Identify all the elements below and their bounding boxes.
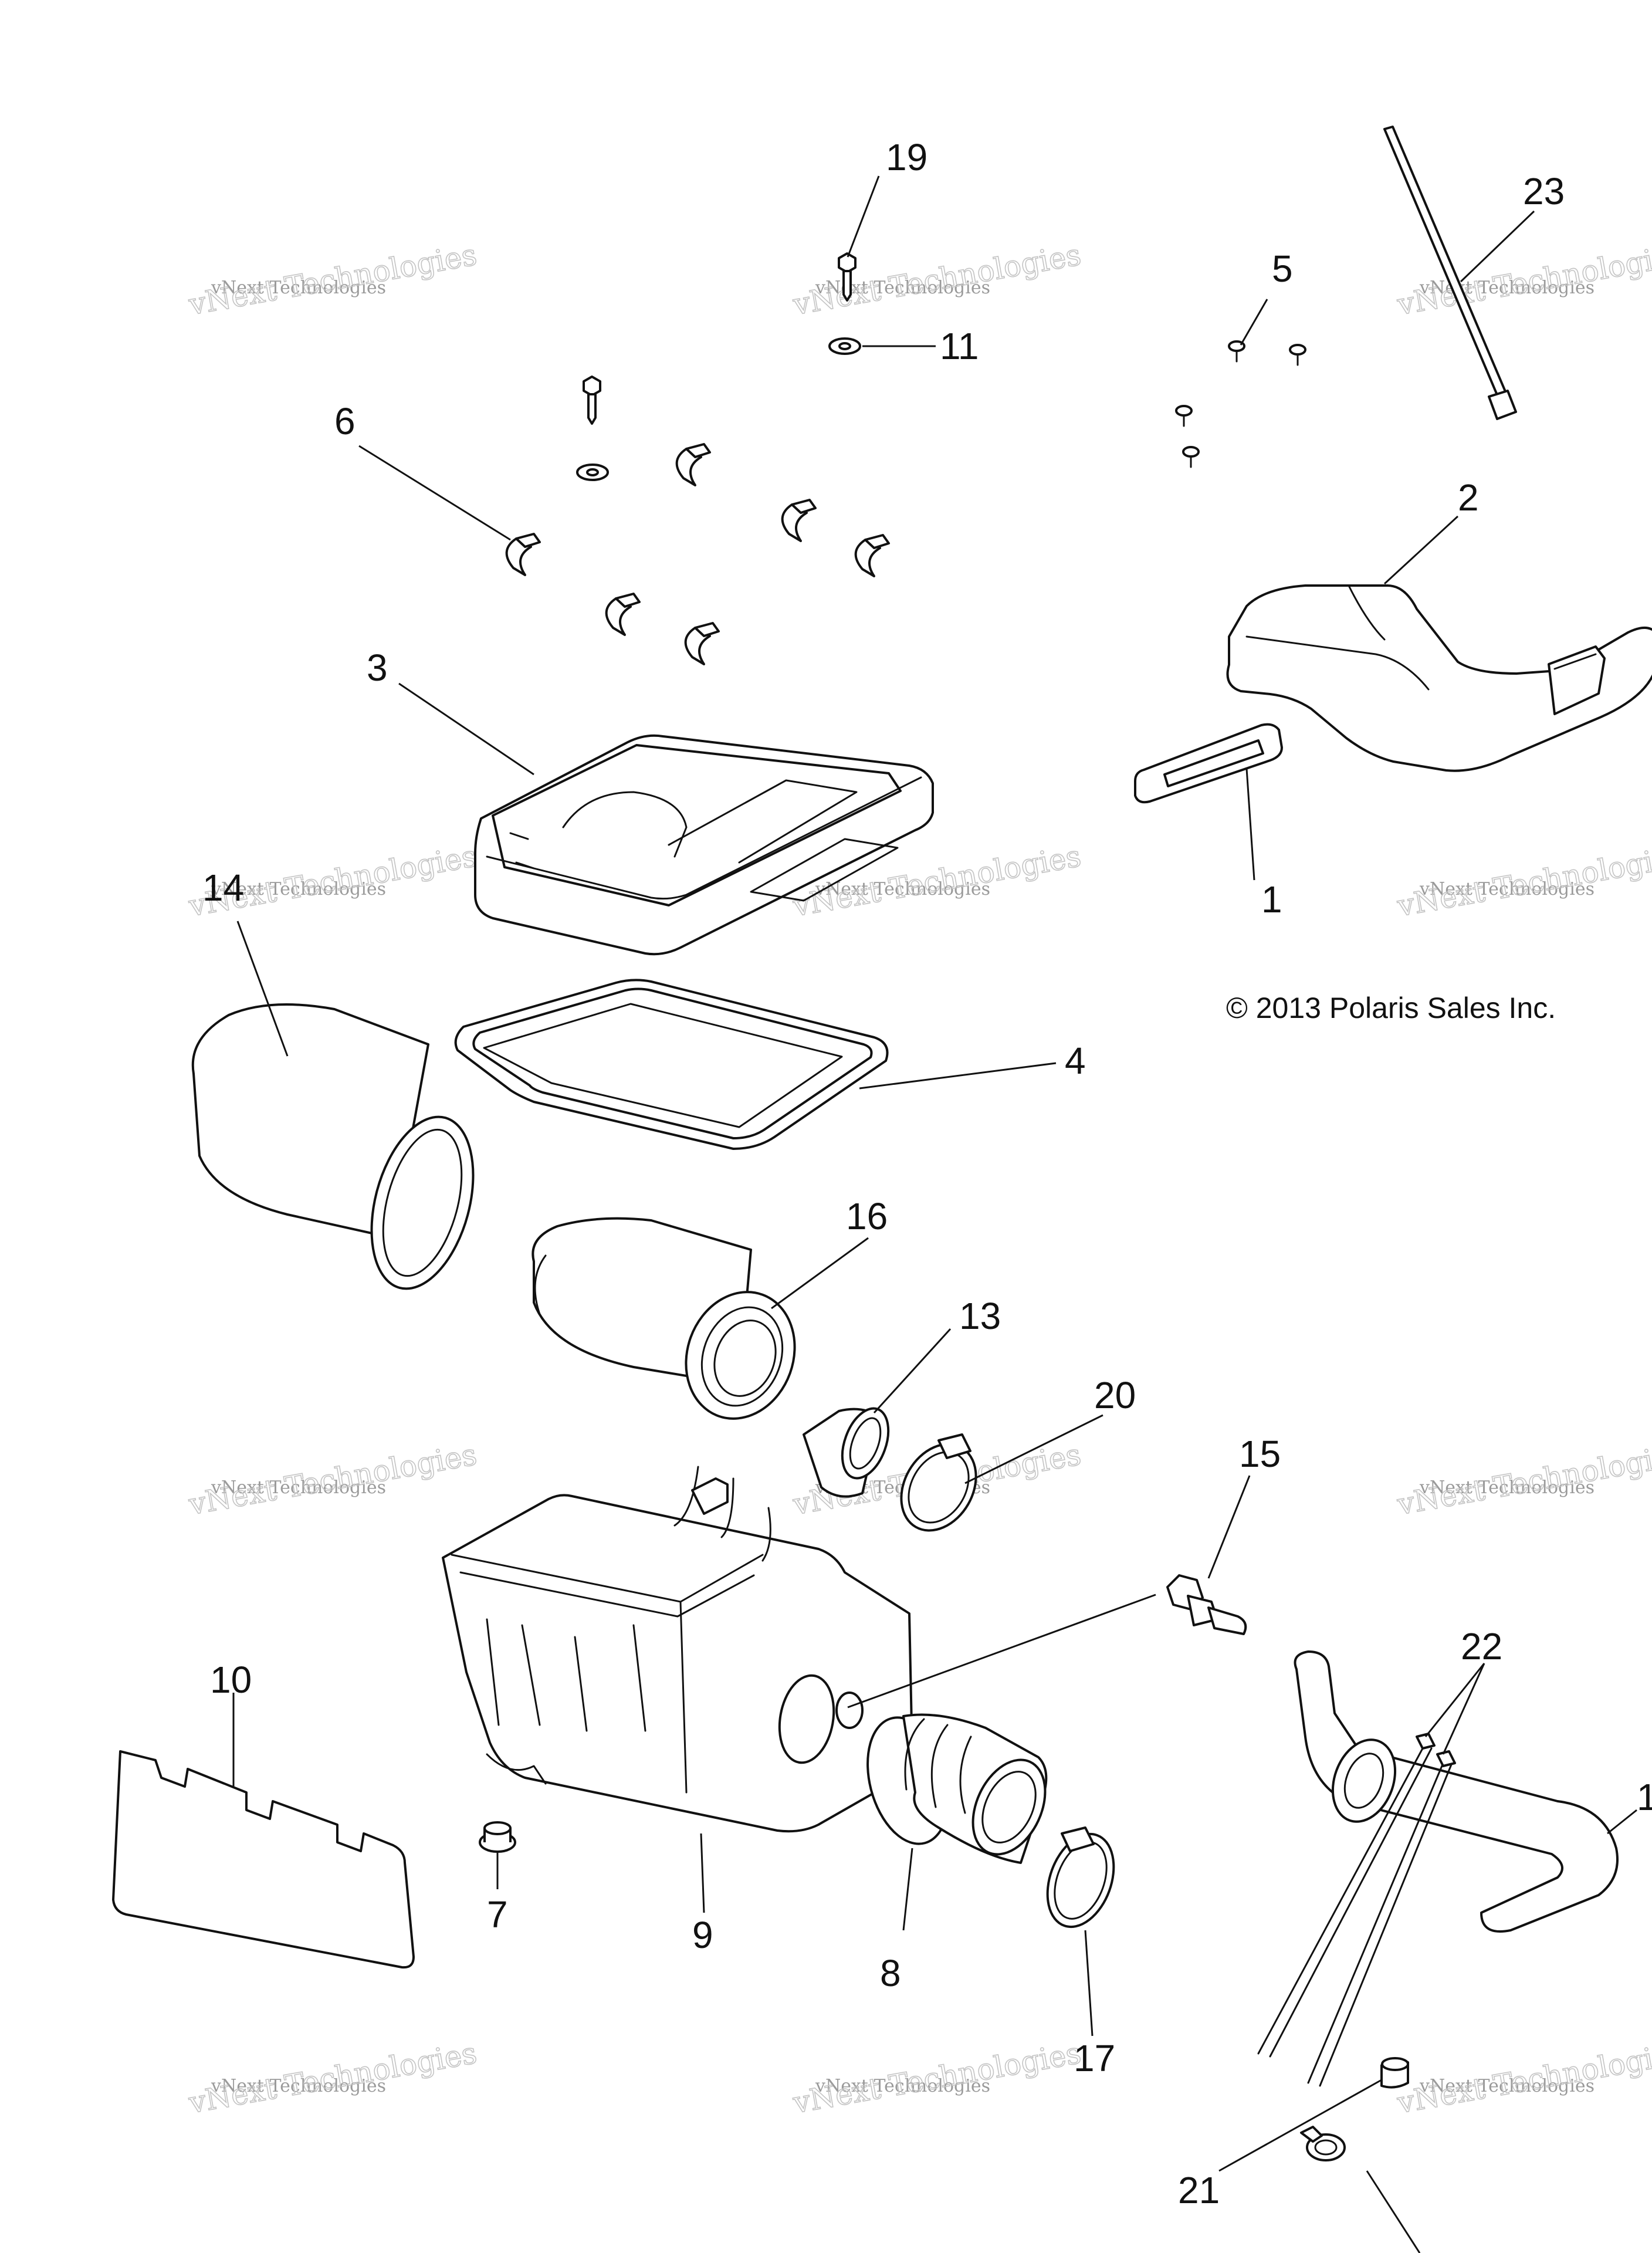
callout-6: 6: [334, 400, 356, 442]
part-hose-clamp: [1300, 2126, 1346, 2161]
callout-3: 3: [367, 647, 388, 689]
part-15-fitting: [1166, 1574, 1247, 1635]
part-4-seal: [454, 979, 889, 1150]
callout-21: 21: [1178, 2169, 1220, 2211]
copyright-notice: © 2013 Polaris Sales Inc.: [1226, 992, 1556, 1024]
watermark: vNext Technologies vNext Technologies: [790, 237, 1084, 322]
callout-1-hose: 1: [1637, 1776, 1652, 1818]
part-3-airbox-cover: [474, 734, 934, 956]
callout-2: 2: [1458, 476, 1479, 519]
watermark: vNext Technologies vNext Technologies: [790, 2035, 1084, 2120]
svg-text:vNext Technologies: vNext Technologies: [815, 2076, 990, 2096]
svg-text:vNext Technologies: vNext Technologies: [211, 2076, 386, 2096]
part-19-bolt: [838, 252, 857, 302]
part-23-cable-tie: [1383, 126, 1517, 420]
callout-10: 10: [210, 1659, 252, 1701]
callout-4: 4: [1065, 1040, 1086, 1082]
watermark: vNext Technologies vNext Technologies: [185, 237, 480, 322]
callout-numbers: 19 11 6 5 23 2 1 3 14 4 16 13 20 15 22 1…: [202, 136, 1652, 2211]
callout-16: 16: [846, 1195, 888, 1237]
svg-text:vNext Technologies: vNext Technologies: [211, 1477, 386, 1498]
callout-13: 13: [959, 1295, 1001, 1337]
fastener-washer: [576, 464, 609, 481]
part-6-clip: [854, 534, 890, 577]
watermark: vNext Technologies vNext Technologies: [1394, 1437, 1652, 1522]
callout-8: 8: [880, 1952, 901, 1994]
part-14-prefilter: [191, 1003, 475, 1290]
part-1-breather-hose: [1294, 1650, 1619, 1933]
part-2-intake-duct: [1226, 584, 1652, 772]
part-13-coupler: [803, 1407, 890, 1498]
svg-text:vNext Technologies: vNext Technologies: [815, 879, 990, 899]
svg-text:vNext Technologies: vNext Technologies: [1419, 2076, 1595, 2096]
part-6-clip: [781, 499, 817, 542]
callout-9: 9: [692, 1914, 713, 1956]
leader-lines: [232, 175, 1637, 2253]
watermark: vNext Technologies vNext Technologies: [1394, 237, 1652, 322]
part-16-air-filter: [532, 1217, 796, 1420]
part-6-clip: [505, 533, 541, 576]
part-5-screw: [1175, 340, 1306, 468]
svg-text:vNext Technologies: vNext Technologies: [1419, 879, 1595, 899]
svg-text:vNext Technologies: vNext Technologies: [1419, 1477, 1595, 1498]
part-6-clip: [675, 443, 711, 486]
callout-17: 17: [1074, 2037, 1115, 2079]
fastener-bolt: [583, 376, 601, 425]
part-22-zip-tie: [1257, 1733, 1456, 2087]
part-8-intake-boot: [866, 1713, 1048, 1864]
watermark: vNext Technologies vNext Technologies: [1394, 838, 1652, 923]
part-10-heat-shield: [112, 1750, 415, 1969]
part-20-clamp: [900, 1433, 977, 1532]
callout-19: 19: [886, 136, 927, 178]
callout-7: 7: [487, 1893, 508, 1936]
part-1-gasket: [1134, 723, 1283, 804]
callout-22: 22: [1461, 1625, 1502, 1667]
part-21-cap: [1380, 2057, 1409, 2089]
callout-1-gasket: 1: [1261, 878, 1282, 921]
part-9-airbox: [442, 1466, 913, 1833]
callout-14: 14: [202, 867, 244, 909]
watermark: vNext Technologies vNext Technologies: [1394, 2035, 1652, 2120]
part-11-washer: [828, 337, 861, 355]
svg-text:vNext Technologies: vNext Technologies: [211, 879, 386, 899]
callout-23: 23: [1523, 170, 1565, 212]
watermark: vNext Technologies vNext Technologies: [185, 2035, 480, 2120]
watermark: vNext Technologies vNext Technologies: [185, 1437, 480, 1522]
part-17-clamp: [1046, 1826, 1115, 1929]
svg-text:vNext Technologies: vNext Technologies: [211, 278, 386, 298]
callout-5: 5: [1272, 248, 1293, 290]
callout-20: 20: [1094, 1374, 1136, 1416]
part-6-clip: [605, 593, 641, 636]
part-7-grommet: [479, 1821, 516, 1853]
callout-11: 11: [940, 325, 979, 367]
callout-15: 15: [1239, 1433, 1281, 1475]
part-6-clip: [684, 622, 720, 665]
